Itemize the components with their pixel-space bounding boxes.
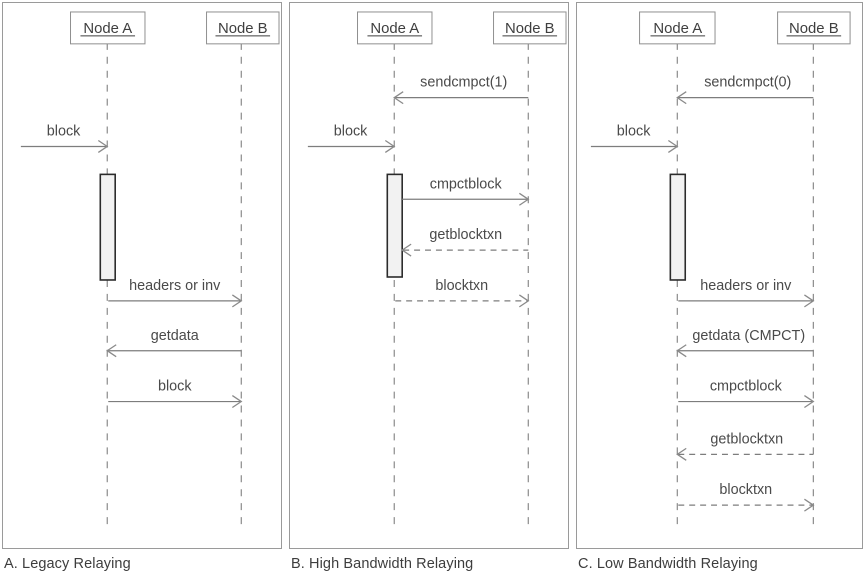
- arrowhead-getblocktxn: [401, 243, 412, 257]
- message-label-block-out: block: [158, 379, 192, 395]
- arrowhead-cmpctblock: [518, 192, 530, 206]
- message-label-sendcmpct: sendcmpct(1): [420, 75, 507, 91]
- actor-label-node-b: Node B: [218, 21, 268, 37]
- panel-low-bandwidth-relaying: Node A Node B sendcmpct(0) block headers…: [576, 2, 863, 549]
- message-label-blocktxn: blocktxn: [435, 278, 488, 294]
- actor-box-node-b[interactable]: [777, 11, 851, 45]
- caption-panel-a: A. Legacy Relaying: [4, 556, 131, 572]
- message-label-cmpctblock: cmpctblock: [430, 176, 503, 192]
- message-label-headers-or-inv: headers or inv: [129, 278, 221, 294]
- actor-box-node-a[interactable]: [639, 11, 716, 45]
- activation-bar-node-a: [669, 173, 687, 281]
- activation-bar-node-a: [99, 173, 116, 281]
- message-label-getblocktxn: getblocktxn: [710, 431, 783, 447]
- actor-box-node-a[interactable]: [357, 11, 433, 45]
- panel-c-svg: Node A Node B sendcmpct(0) block headers…: [590, 11, 851, 532]
- panel-legacy-relaying: Node A Node B block headers or inv getda…: [2, 2, 282, 549]
- panel-high-bandwidth-relaying: Node A Node B sendcmpct(1) block cmpctbl…: [289, 2, 569, 549]
- arrowhead-headers-or-inv: [231, 294, 243, 308]
- message-label-blocktxn: blocktxn: [719, 482, 772, 498]
- panel-b-svg: Node A Node B sendcmpct(1) block cmpctbl…: [307, 11, 567, 532]
- arrowhead-getblocktxn: [676, 447, 687, 461]
- message-label-getdata: getdata: [151, 328, 200, 344]
- arrowhead-block-in: [668, 139, 679, 153]
- arrowhead-getdata: [106, 344, 117, 358]
- message-label-getblocktxn: getblocktxn: [429, 227, 502, 243]
- arrowhead-getdata-cmpct: [676, 344, 687, 358]
- actor-label-node-a: Node A: [370, 21, 419, 37]
- message-label-block-in: block: [617, 123, 651, 139]
- actor-box-node-b[interactable]: [206, 11, 280, 45]
- message-label-getdata-cmpct: getdata (CMPCT): [692, 328, 805, 344]
- actor-box-node-b[interactable]: [493, 11, 567, 45]
- arrowhead-block-in: [384, 139, 396, 153]
- arrowhead-sendcmpct: [393, 91, 404, 105]
- arrowhead-block-in: [97, 139, 109, 153]
- arrowhead-sendcmpct: [676, 91, 687, 105]
- arrowhead-block-out: [231, 395, 243, 409]
- actor-label-node-a: Node A: [83, 21, 132, 37]
- message-label-headers-or-inv: headers or inv: [700, 278, 792, 294]
- message-label-cmpctblock: cmpctblock: [710, 379, 783, 395]
- message-label-block-in: block: [334, 123, 368, 139]
- actor-label-node-b: Node B: [505, 21, 555, 37]
- caption-panel-c: C. Low Bandwidth Relaying: [578, 556, 758, 572]
- arrowhead-blocktxn: [804, 498, 815, 512]
- arrowhead-blocktxn: [518, 294, 530, 308]
- message-label-block-in: block: [47, 123, 81, 139]
- message-label-sendcmpct: sendcmpct(0): [704, 75, 791, 91]
- activation-bar-node-a: [386, 173, 403, 278]
- caption-panel-b: B. High Bandwidth Relaying: [291, 556, 474, 572]
- arrowhead-cmpctblock: [804, 395, 815, 409]
- actor-box-node-a[interactable]: [70, 11, 146, 45]
- actor-label-node-a: Node A: [653, 20, 702, 37]
- arrowhead-headers-or-inv: [804, 294, 815, 308]
- panel-a-svg: Node A Node B block headers or inv getda…: [20, 11, 280, 532]
- actor-label-node-b: Node B: [789, 20, 839, 37]
